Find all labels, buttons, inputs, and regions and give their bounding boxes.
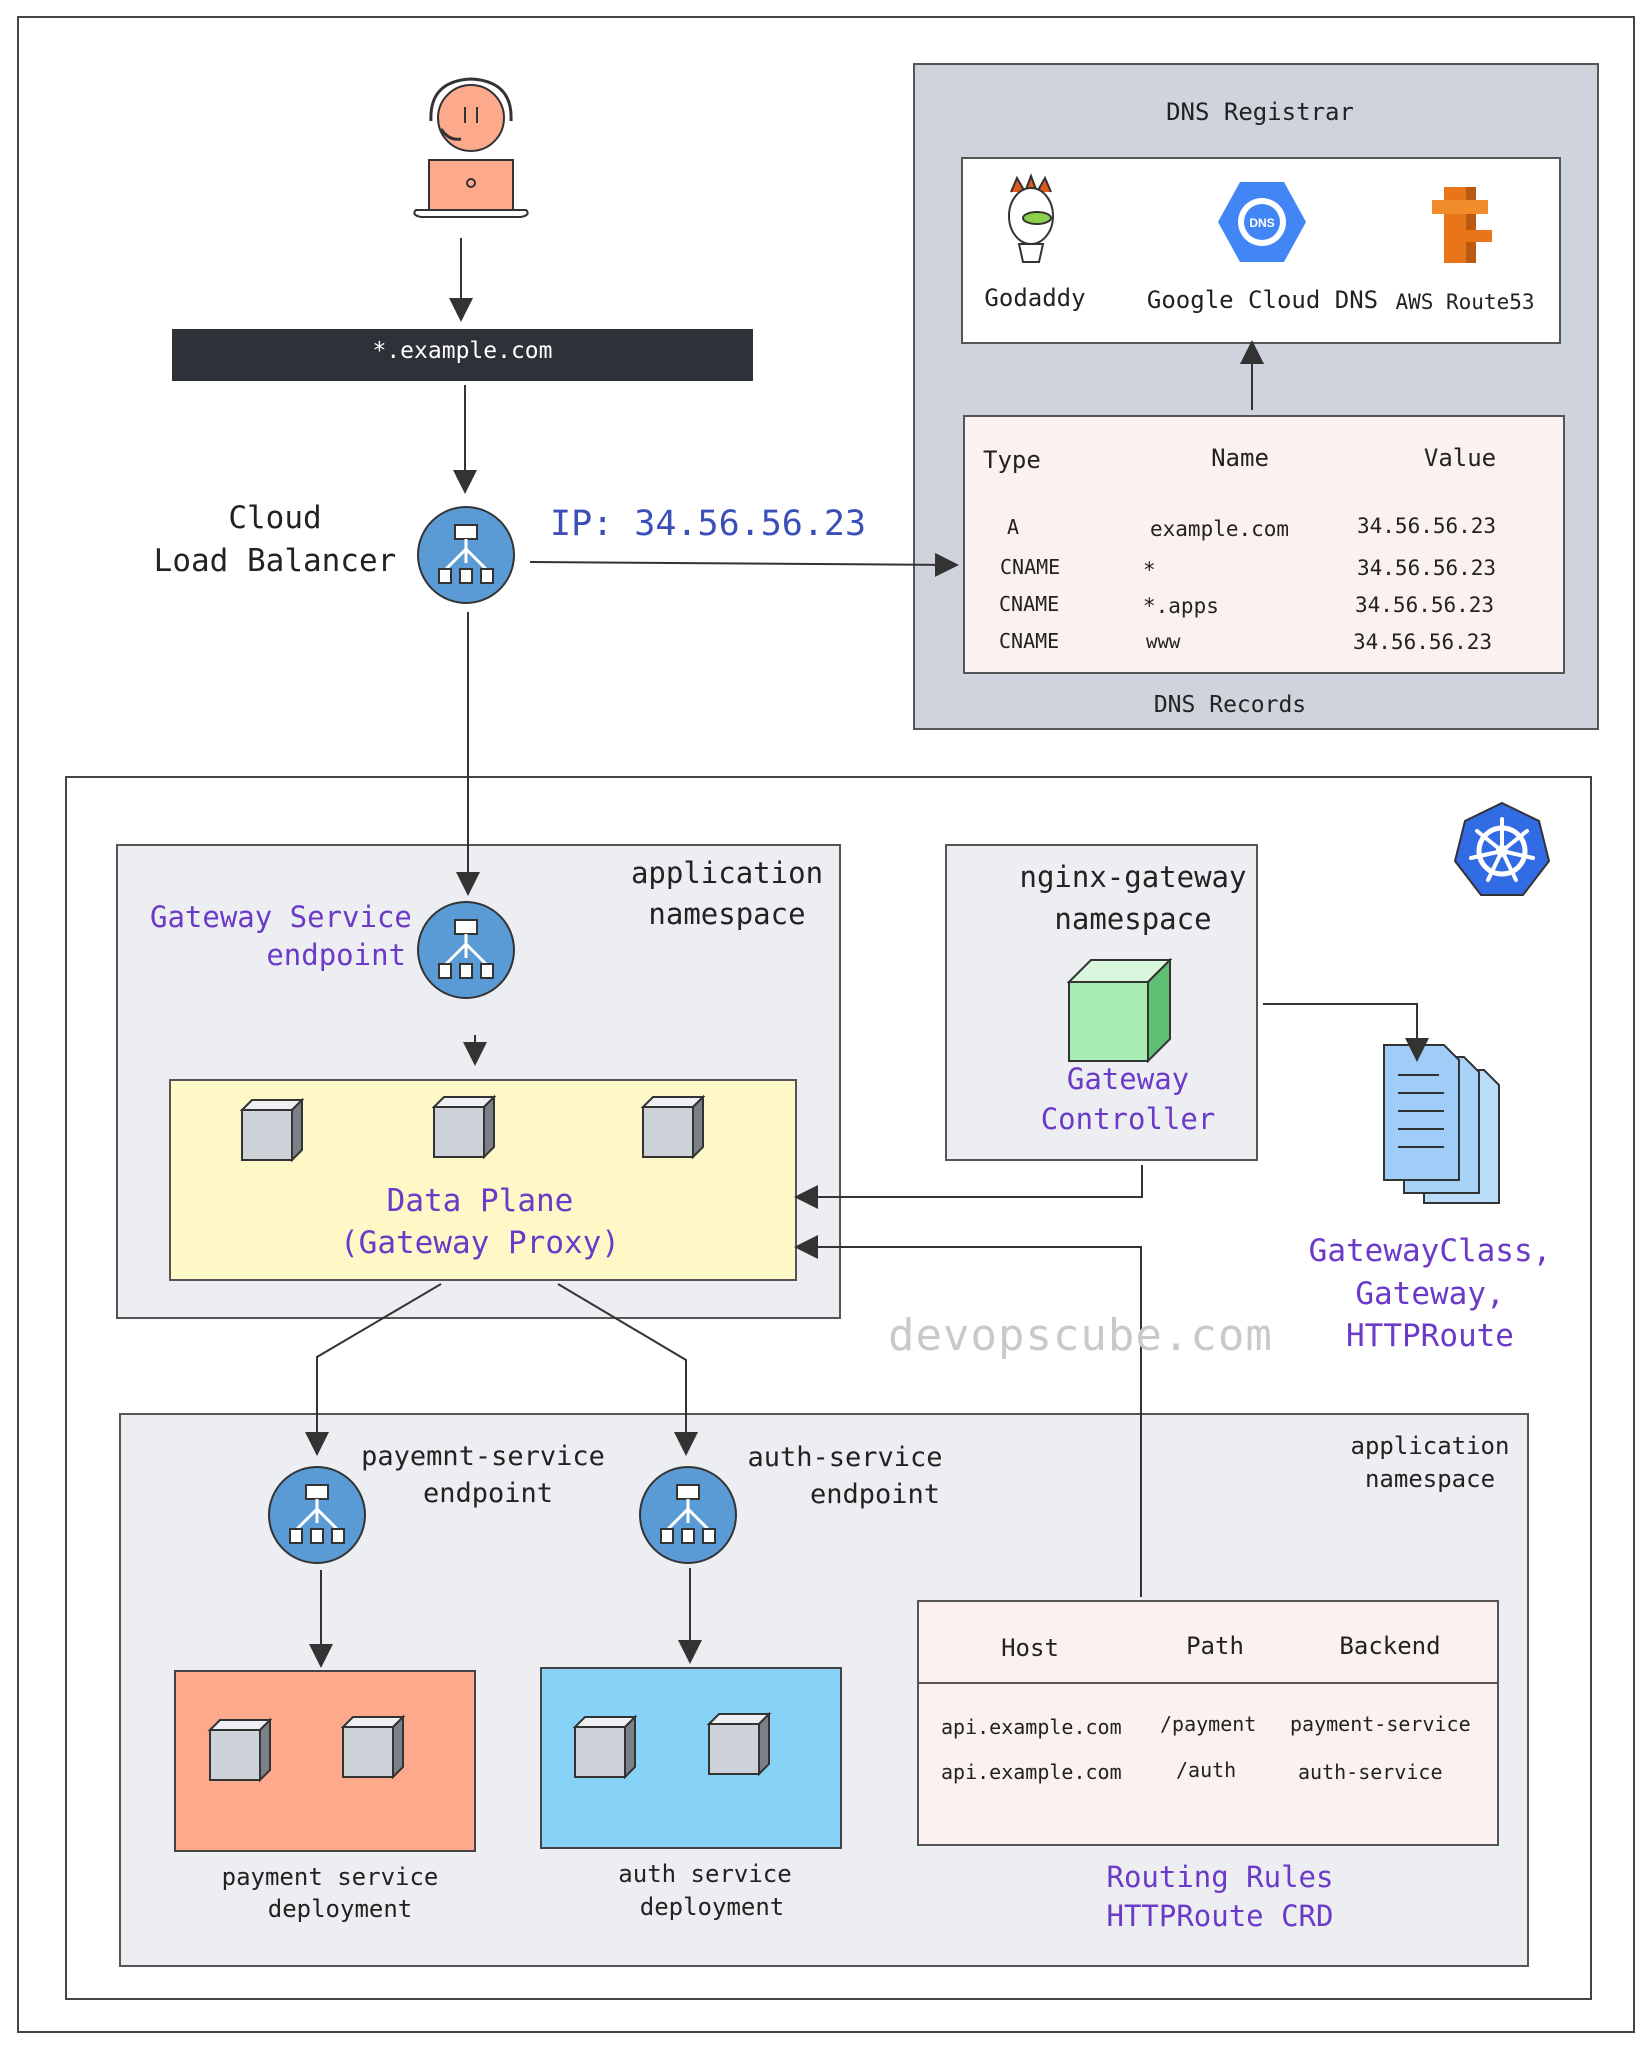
dns-records-header-name: Name	[1211, 444, 1269, 472]
load-balancer-label-line1: Cloud	[228, 500, 322, 536]
provider-godaddy: Godaddy	[984, 284, 1086, 312]
provider-aws-route53: AWS Route53	[1395, 290, 1535, 314]
crd-label-line1: GatewayClass,	[1308, 1233, 1552, 1269]
arrow-proxy-to-auth	[557, 1283, 698, 1456]
dns-records-header-type: Type	[983, 446, 1041, 474]
dns-records-header-value: Value	[1423, 444, 1497, 472]
dns-registrar-title: DNS Registrar	[1166, 98, 1354, 126]
data-plane-label-line1: Data Plane	[386, 1183, 574, 1219]
domain-bar-label: *.example.com	[372, 338, 553, 364]
nginx-namespace-label-line2: namespace	[1054, 902, 1212, 936]
provider-google-cloud-dns: Google Cloud DNS	[1146, 286, 1379, 314]
auth-endpoint-icon	[638, 1465, 738, 1565]
auth-pod-cube	[574, 1716, 636, 1778]
auth-deployment-label-line1: auth service	[618, 1860, 792, 1888]
routing-row-path: /payment	[1160, 1712, 1257, 1736]
dns-record-name: example.com	[1150, 517, 1290, 541]
payment-pod-cube	[209, 1719, 271, 1781]
dns-record-name: *.apps	[1143, 594, 1219, 618]
routing-rules-table	[917, 1600, 1499, 1846]
gateway-service-label-line1: Gateway Service	[150, 900, 412, 934]
app-namespace-top-label-line1: application	[630, 856, 824, 890]
routing-caption-line1: Routing Rules	[1106, 1860, 1334, 1894]
domain-bar	[172, 329, 753, 381]
dns-record-value: 34.56.56.23	[1355, 593, 1495, 617]
routing-header-host: Host	[1001, 1634, 1059, 1662]
load-balancer-ip: IP: 34.56.56.23	[550, 504, 867, 544]
auth-deployment-label-line2: deployment	[639, 1893, 785, 1921]
auth-endpoint-label-line1: auth-service	[747, 1442, 943, 1473]
arrow-lb-to-dns-records	[529, 552, 959, 577]
dns-record-type: CNAME	[999, 629, 1060, 653]
gateway-controller-label-line1: Gateway	[1066, 1062, 1190, 1096]
dns-record-value: 34.56.56.23	[1357, 556, 1497, 580]
nginx-namespace-label-line1: nginx-gateway	[1019, 860, 1247, 894]
auth-pod-cube	[708, 1713, 770, 1775]
dns-record-type: A	[1007, 515, 1020, 539]
load-balancer-icon	[416, 505, 516, 605]
aws-route53-icon	[1432, 187, 1492, 263]
payment-deployment-label-line2: deployment	[267, 1895, 413, 1923]
dns-record-type: CNAME	[999, 592, 1060, 616]
payment-endpoint-label-line1: payemnt-service	[361, 1441, 605, 1472]
google-cloud-dns-icon: DNS	[1218, 182, 1306, 262]
gateway-service-icon	[416, 900, 516, 1000]
godaddy-logo-icon	[1008, 173, 1054, 263]
proxy-pod-cube	[241, 1099, 303, 1161]
dns-badge-label: DNS	[1249, 216, 1274, 230]
app-namespace-bottom-label-line2: namespace	[1364, 1465, 1496, 1493]
arrow-controller-to-data-plane	[794, 1165, 1143, 1209]
dns-record-value: 34.56.56.23	[1353, 630, 1493, 654]
gateway-controller-label-line2: Controller	[1040, 1102, 1216, 1136]
payment-endpoint-icon	[267, 1465, 367, 1565]
app-namespace-bottom-label-line1: application	[1350, 1432, 1510, 1460]
load-balancer-label-line2: Load Balancer	[153, 543, 397, 579]
auth-endpoint-label-line2: endpoint	[809, 1479, 941, 1510]
routing-row-backend: auth-service	[1298, 1760, 1443, 1784]
app-namespace-top-label-line2: namespace	[648, 897, 806, 931]
user-icon	[413, 77, 529, 218]
gateway-controller-cube	[1066, 957, 1173, 1064]
arrow-routes-to-data-plane	[794, 1235, 1142, 1597]
proxy-pod-cube	[642, 1096, 704, 1158]
watermark: devopscube.com	[888, 1310, 1273, 1361]
routing-caption-line2: HTTPRoute CRD	[1106, 1899, 1334, 1933]
kubernetes-logo-icon	[1453, 801, 1551, 896]
dns-records-box	[963, 415, 1565, 674]
dns-record-type: CNAME	[1000, 555, 1061, 579]
proxy-pod-cube	[433, 1096, 495, 1158]
routing-row-path: /auth	[1176, 1758, 1237, 1782]
routing-row-host: api.example.com	[941, 1760, 1122, 1784]
dns-record-value: 34.56.56.23	[1357, 514, 1497, 538]
dns-records-caption: DNS Records	[1153, 692, 1307, 718]
gateway-service-label-line2: endpoint	[266, 938, 406, 972]
dns-record-name: *	[1143, 558, 1156, 582]
routing-header-path: Path	[1186, 1632, 1244, 1660]
data-plane-label-line2: (Gateway Proxy)	[340, 1225, 620, 1261]
dns-record-name: www	[1146, 631, 1181, 653]
crd-label-line2: Gateway,	[1355, 1276, 1505, 1312]
crd-label-line3: HTTPRoute	[1346, 1318, 1514, 1354]
payment-deployment-label-line1: payment service	[221, 1863, 439, 1891]
routing-row-backend: payment-service	[1290, 1712, 1471, 1736]
routing-row-host: api.example.com	[941, 1715, 1122, 1739]
arrow-proxy-to-payment	[305, 1283, 442, 1456]
payment-pod-cube	[342, 1716, 404, 1778]
payment-endpoint-label-line2: endpoint	[422, 1478, 554, 1509]
arrow-controller-to-crds	[1263, 1003, 1429, 1062]
crd-documents-icon	[1383, 1044, 1500, 1204]
routing-header-backend: Backend	[1339, 1632, 1441, 1660]
